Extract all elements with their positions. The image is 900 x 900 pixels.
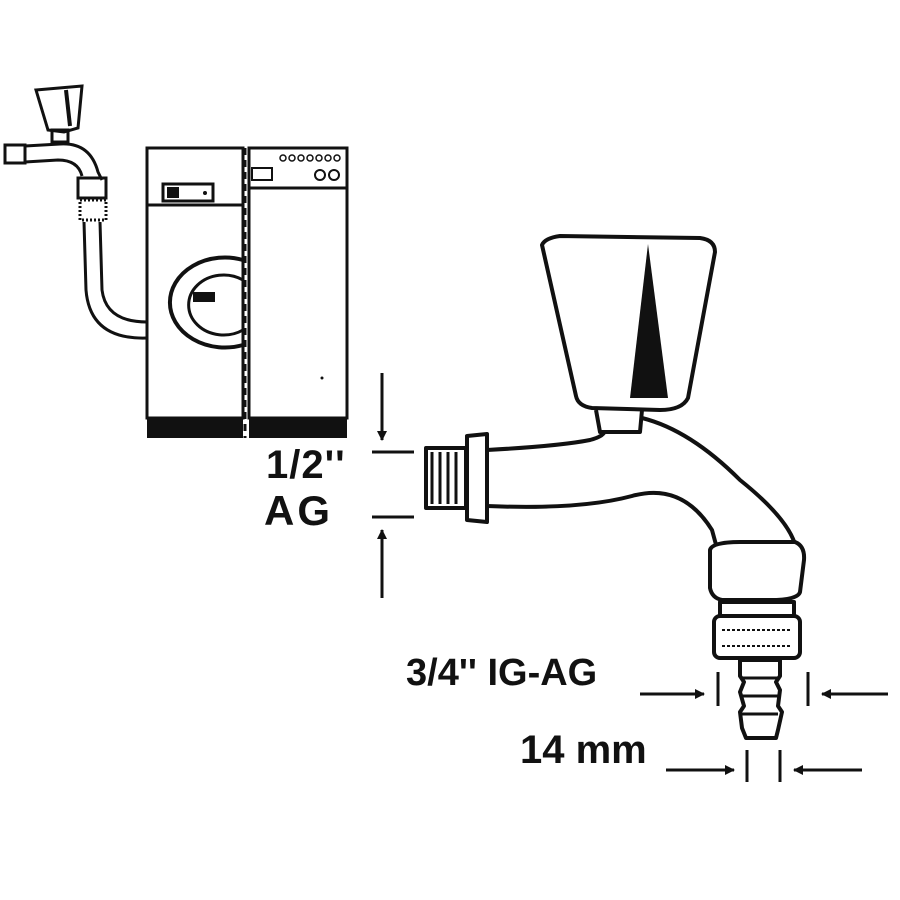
outlet-thread-label: 3/4'' IG-AG [406,652,598,694]
control-button [324,154,332,162]
tap-coupling [76,176,108,200]
control-button [315,154,323,162]
outlet-dimension [640,672,888,706]
inlet-collar [465,432,489,524]
tap-body-lower [24,158,84,177]
outlet-coupling [718,600,796,618]
control-button [288,154,296,162]
tap-icon [3,84,148,340]
door-handle [193,292,215,302]
faucet-body-back [641,416,798,549]
machine-base-left [147,418,243,438]
hose-outer [82,221,148,340]
inlet-dimension [372,373,414,598]
faucet-neck [594,409,644,434]
tap-inlet [3,143,27,165]
tap-handle [34,84,84,134]
control-button [333,154,341,162]
tap-handle-shade [64,89,72,127]
control-button [306,154,314,162]
control-button [297,154,305,162]
machine-door-inner [187,273,244,337]
hose-barb [738,658,784,740]
hose-inner [98,221,148,324]
faucet-handle-shade [630,244,668,398]
control-knob [251,167,273,181]
faucet-handle [540,234,717,412]
machine-front-panel [145,146,245,420]
washing-machine-icon [145,146,349,438]
control-dial [328,169,340,181]
hose-size-label: 14 mm [520,728,647,772]
panel-dot [320,376,324,380]
tap-body-upper [24,142,104,181]
drawer-handle [167,187,179,198]
tap-nut [78,198,108,222]
control-dial [314,169,326,181]
faucet-body-top [486,429,607,452]
drawer-dot [203,191,207,195]
inlet-thread-label: AG [264,487,333,534]
outlet-knurled-ring [712,614,802,660]
outlet-nut [708,540,807,602]
inlet-size-label: 1/2'' [266,443,346,487]
detergent-drawer [161,182,215,203]
faucet-body-bottom [486,490,720,553]
hose-dimension [666,750,862,782]
faucet-icon [424,234,807,740]
machine-base-right [249,418,347,438]
control-button [279,154,287,162]
knurl-pattern [722,629,792,647]
tap-stem [50,128,70,144]
machine-door [167,255,244,350]
